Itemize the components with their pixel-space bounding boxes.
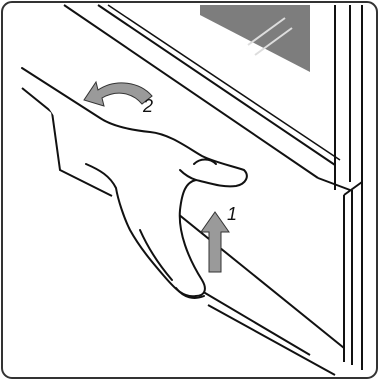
cabinet-side [318, 5, 362, 370]
step-2-label: 2 [143, 97, 153, 115]
arrow-up-icon [201, 212, 229, 272]
step-1-label: 1 [227, 205, 237, 223]
curved-arrow-left-icon [84, 82, 152, 106]
frame-border [2, 2, 377, 378]
